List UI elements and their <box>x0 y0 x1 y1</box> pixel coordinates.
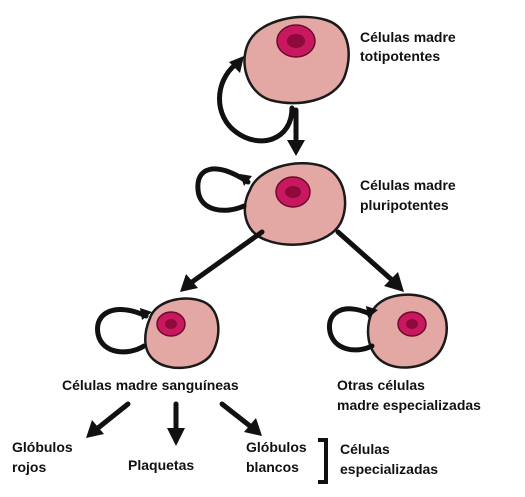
specialized-stem-nucleolus <box>406 319 418 329</box>
white-cells-label: Glóbulos blancos <box>246 439 311 475</box>
specialized-stem-cell-icon <box>368 295 447 368</box>
totipotent-nucleolus <box>287 34 305 48</box>
specialized-cells-bracket <box>318 440 326 482</box>
blood-stem-cell-body <box>145 299 218 368</box>
red-cells-label: Glóbulos rojos <box>12 439 77 475</box>
totipotent-cell-icon <box>244 17 348 103</box>
specialized-cells-label: Células especializadas <box>340 441 438 477</box>
blood-stem-cell-icon <box>145 299 218 368</box>
specialized-stem-renewal-loop <box>329 309 372 350</box>
arrow-to-pluripotent-head <box>287 140 305 156</box>
arrow-to-white-cells <box>222 404 250 426</box>
arrow-to-red-cells <box>98 404 128 428</box>
arrow-to-other-specialized <box>338 232 392 280</box>
arrow-to-platelets-head <box>167 428 185 446</box>
totipotent-label: Células madre totipotentes <box>360 29 460 64</box>
pluripotent-label: Células madre pluripotentes <box>360 177 460 213</box>
arrow-to-blood-stem <box>192 232 262 282</box>
pluripotent-nucleolus <box>285 186 301 198</box>
platelets-label: Plaquetas <box>128 457 194 473</box>
blood-stem-nucleolus <box>165 319 177 329</box>
blood-stem-renewal-loop <box>98 310 146 352</box>
blood-stem-label: Células madre sanguíneas <box>62 377 239 393</box>
other-specialized-label: Otras células madre especializadas <box>337 377 481 413</box>
